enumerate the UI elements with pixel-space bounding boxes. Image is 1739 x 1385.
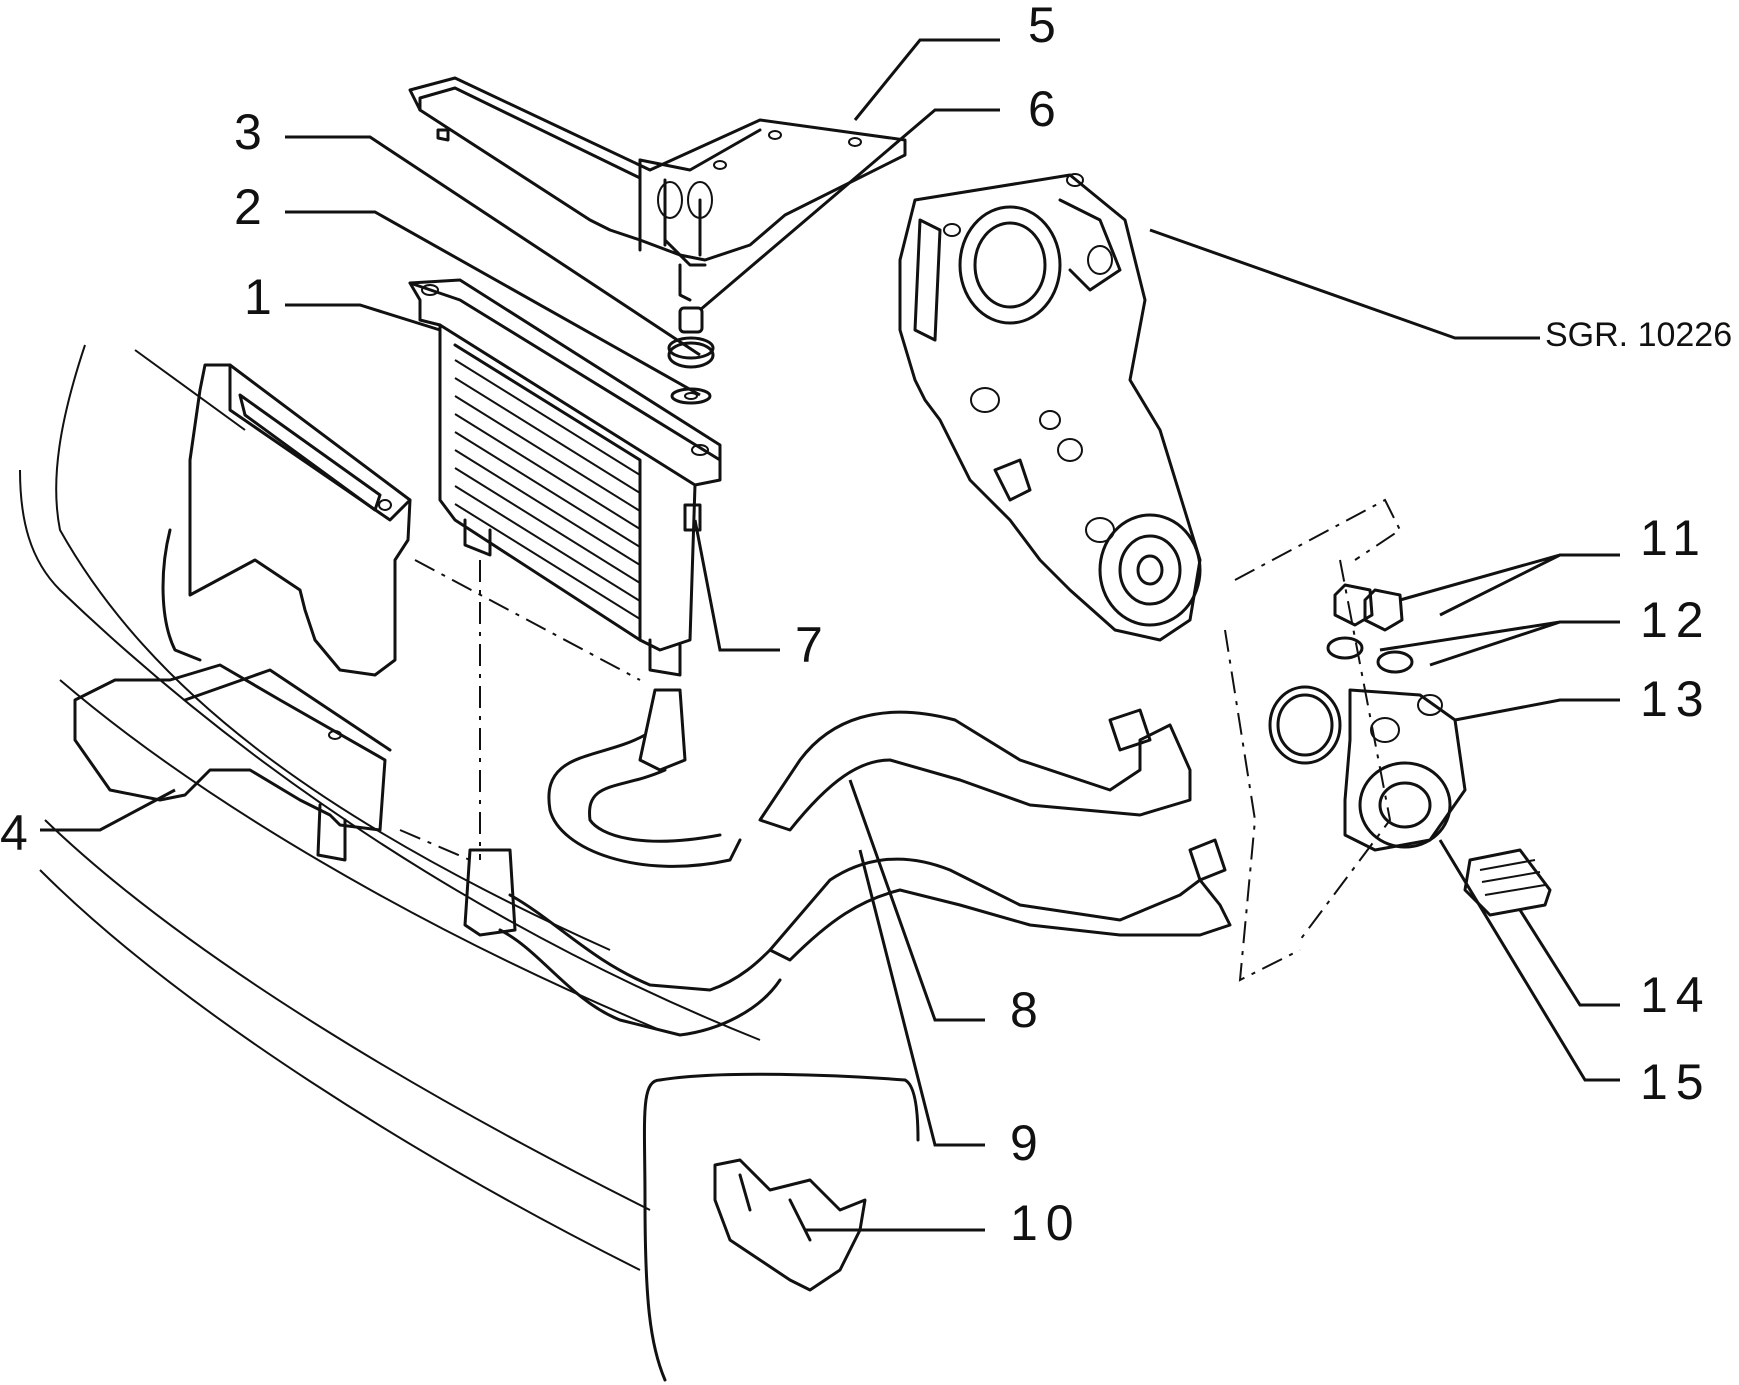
body-contour-lines: [19, 344, 761, 1271]
callout-4: 4: [0, 805, 36, 861]
callout-12: 12: [1640, 592, 1712, 648]
callout-8: 8: [1010, 982, 1046, 1038]
oil-filter-adapter: [1268, 583, 1552, 917]
assembly-lines: [399, 498, 1402, 982]
callout-3: 3: [234, 104, 270, 160]
mounting-bracket: [408, 76, 907, 302]
callout-2: 2: [234, 179, 270, 235]
callout-10: 10: [1010, 1195, 1082, 1251]
leader-lines: [40, 38, 1620, 1232]
oil-cooler: [408, 278, 722, 677]
callout-7: 7: [795, 617, 831, 673]
rubber-bushings: [667, 306, 715, 405]
oil-hoses: [463, 688, 1232, 1037]
callout-11: 11: [1640, 510, 1708, 566]
sgr-reference-label: SGR. 10226: [1545, 316, 1733, 354]
air-duct: [73, 363, 412, 862]
callout-9: 9: [1010, 1115, 1046, 1171]
engine-housing: [898, 173, 1202, 642]
callout-13: 13: [1640, 671, 1712, 727]
callout-6: 6: [1028, 81, 1064, 137]
callout-14: 14: [1640, 967, 1712, 1023]
callout-1: 1: [244, 269, 280, 325]
callout-5: 5: [1028, 0, 1064, 53]
callout-15: 15: [1640, 1054, 1712, 1110]
hose-clip-detail: [642, 1072, 920, 1382]
